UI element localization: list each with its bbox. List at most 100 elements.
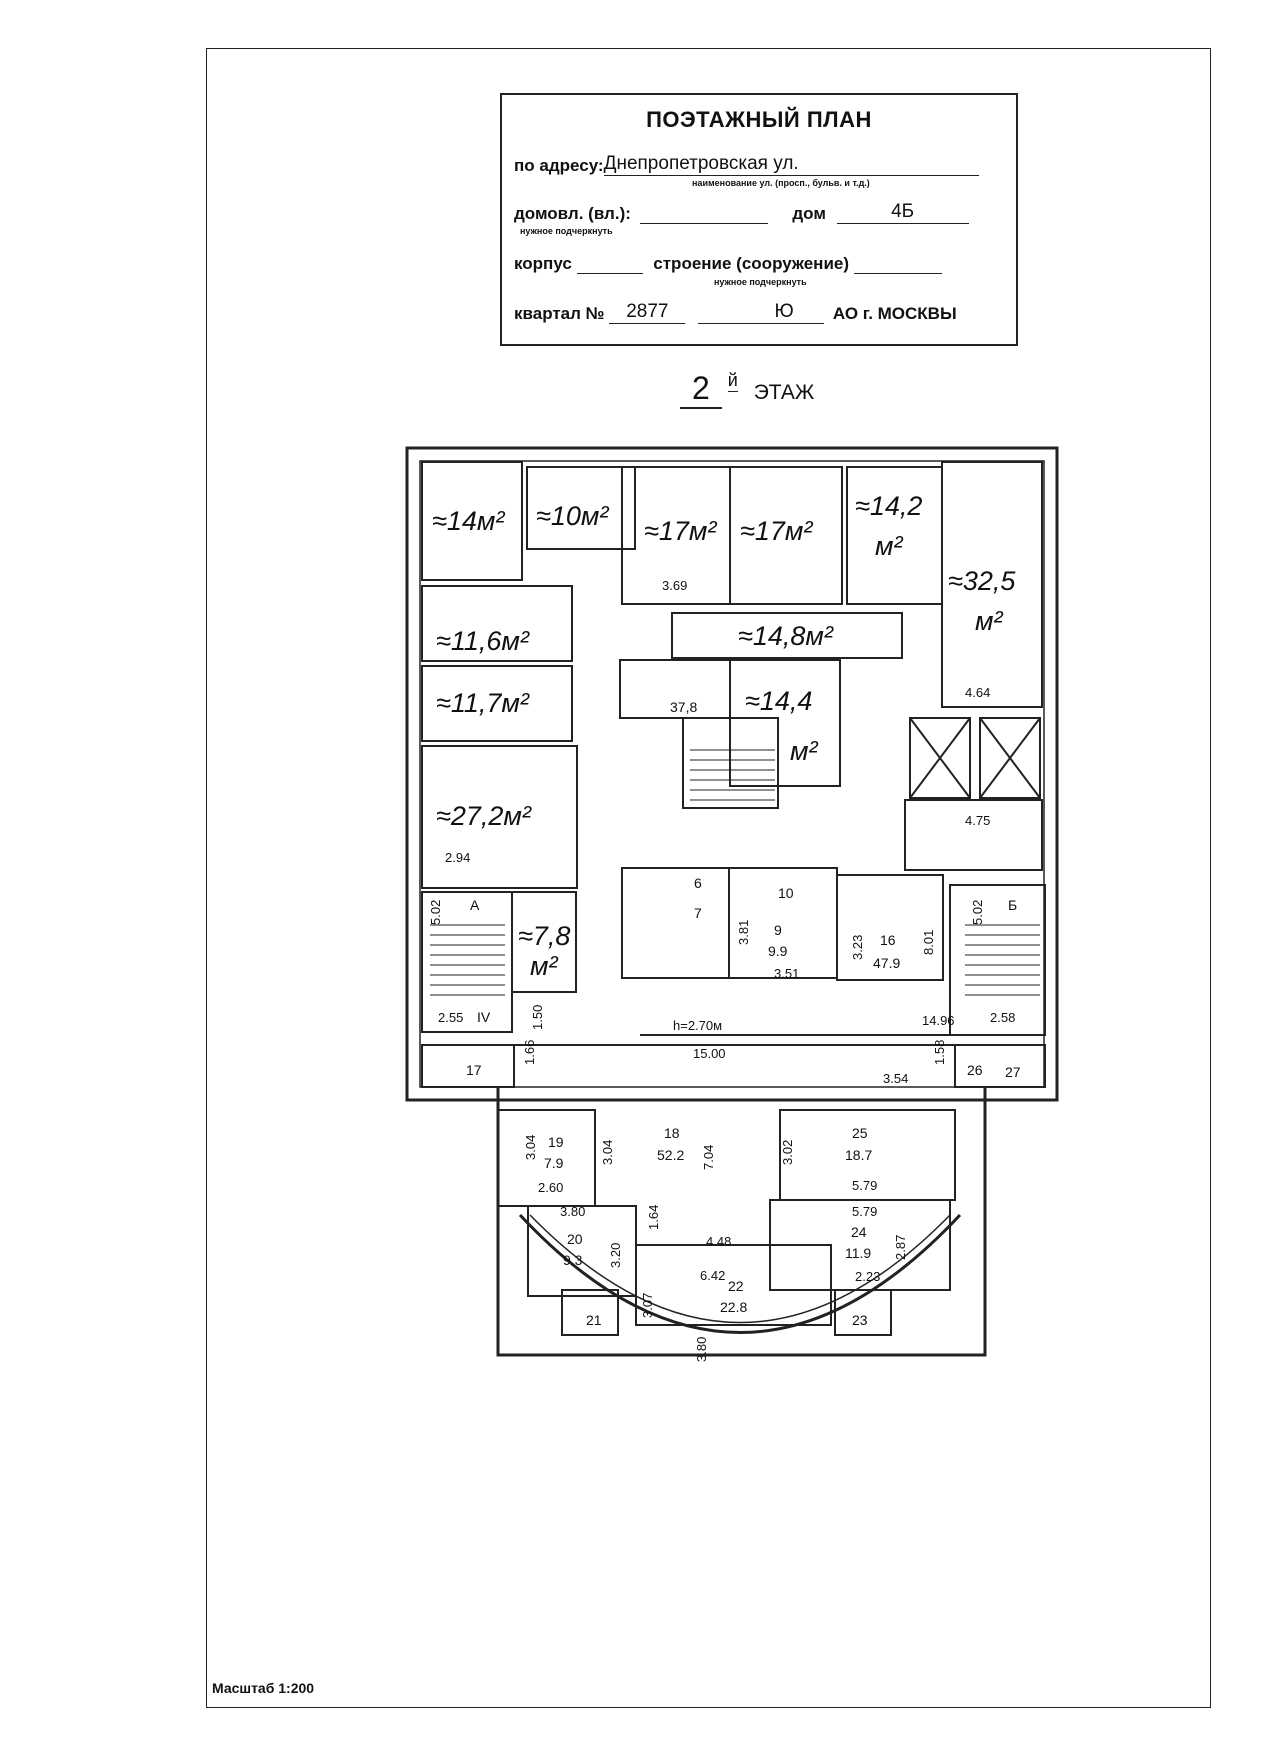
dim-3-23: 3.23 xyxy=(850,935,865,960)
room-4-75 xyxy=(904,799,1043,871)
room-25-area: 18.7 xyxy=(845,1147,872,1163)
underline-hint-2: нужное подчеркнуть xyxy=(714,277,807,287)
hw-area-17a: ≈17м² xyxy=(644,516,717,546)
stair-treads xyxy=(430,749,1040,996)
room-24-area: 11.9 xyxy=(845,1245,871,1261)
dim-h-2-70: h=2.70м xyxy=(673,1018,722,1033)
address-row: по адресу:Днепропетровская ул. xyxy=(514,153,1004,176)
dim-3-07: 3.07 xyxy=(640,1293,655,1318)
room-10 xyxy=(526,466,636,550)
underline-hint-1: нужное подчеркнуть xyxy=(520,226,613,236)
corridor-14-8 xyxy=(671,612,903,659)
hw-area-11-6: ≈11,6м² xyxy=(436,626,530,656)
room-20-num: 20 xyxy=(567,1231,583,1247)
address-label: по адресу: xyxy=(514,156,604,175)
room-32-5 xyxy=(941,461,1043,708)
plan-walls xyxy=(405,446,1059,1357)
room-23-num: 23 xyxy=(852,1312,868,1328)
room-27-num: 27 xyxy=(1005,1064,1021,1080)
hw-area-11-7: ≈11,7м² xyxy=(436,688,530,718)
dim-5-79-a: 5.79 xyxy=(852,1178,877,1193)
dim-2-55: 2.55 xyxy=(438,1010,463,1025)
room-17-num: 17 xyxy=(466,1062,482,1078)
address-hint: наименование ул. (просп., бульв. и т.д.) xyxy=(692,178,870,188)
room-11-7 xyxy=(421,665,573,742)
room-24-num: 24 xyxy=(851,1224,867,1240)
room-16-num: 16 xyxy=(880,932,896,948)
dim-4-75: 4.75 xyxy=(965,813,990,828)
hw-area-7-8-unit: м² xyxy=(530,951,559,981)
inner-wall xyxy=(419,460,1045,1088)
dim-7-04: 7.04 xyxy=(701,1145,716,1170)
stroenie-label: строение (сооружение) xyxy=(653,254,850,273)
hw-area-10: ≈10м² xyxy=(536,501,609,531)
central-stair xyxy=(682,717,779,809)
dim-5-02-a: 5.02 xyxy=(428,900,443,925)
handwritten-area-labels: ≈14м² ≈10м² ≈17м² ≈17м² ≈14,2 м² ≈32,5 м… xyxy=(432,491,1016,981)
dim-3-54: 3.54 xyxy=(883,1071,908,1086)
address-value: Днепропетровская ул. xyxy=(603,153,979,176)
dim-2-23: 2.23 xyxy=(855,1269,880,1284)
dim-8-01: 8.01 xyxy=(921,930,936,955)
floor-number: 2 xyxy=(680,370,722,409)
room-7-num: 7 xyxy=(694,905,702,921)
hw-area-37-8: 37,8 xyxy=(670,699,697,715)
dim-15-00: 15.00 xyxy=(693,1046,726,1061)
room-labels: 6 7 9 9.9 10 16 47.9 17 18 52.2 19 7.9 2… xyxy=(466,875,1021,1328)
room-16-area: 47.9 xyxy=(873,955,900,971)
stair-b-label: Б xyxy=(1008,897,1017,913)
hw-area-14-4-unit: м² xyxy=(790,736,819,766)
district-value: Ю xyxy=(744,301,825,324)
dim-2-87: 2.87 xyxy=(893,1235,908,1260)
hw-area-14: ≈14м² xyxy=(432,506,505,536)
stairwell-a xyxy=(421,891,513,1033)
hw-area-14-4: ≈14,4 xyxy=(745,686,812,716)
title-block: ПОЭТАЖНЫЙ ПЛАН по адресу:Днепропетровска… xyxy=(500,93,1018,346)
room-11-6 xyxy=(421,585,573,662)
korpus-label: корпус xyxy=(514,254,572,273)
dim-3-51: 3.51 xyxy=(774,966,799,981)
room-23 xyxy=(834,1289,892,1336)
kvartal-value: 2877 xyxy=(609,301,686,324)
korpus-row: корпус строение (сооружение) xyxy=(514,253,1004,274)
dim-3-20: 3.20 xyxy=(608,1243,623,1268)
korpus-value xyxy=(576,253,643,274)
domovl-row: домовл. (вл.): дом 4Б xyxy=(514,201,1004,224)
room-17b xyxy=(729,466,843,605)
room-19-num: 19 xyxy=(548,1134,564,1150)
city-label: АО г. МОСКВЫ xyxy=(832,304,957,323)
room-22-area: 22.8 xyxy=(720,1299,747,1315)
room-9-area: 9.9 xyxy=(768,943,788,959)
room-6-num: 6 xyxy=(694,875,702,891)
dom-value: 4Б xyxy=(836,201,969,224)
domovl-value xyxy=(639,203,768,224)
hw-area-27-2: ≈27,2м² xyxy=(436,801,532,831)
room-26-num: 26 xyxy=(967,1062,983,1078)
blank-underline xyxy=(698,303,745,324)
stroenie-value xyxy=(853,253,942,274)
stair-iv-label: IV xyxy=(477,1009,491,1025)
room-22-num: 22 xyxy=(728,1278,744,1294)
lower-block-wall xyxy=(496,1087,987,1357)
floor-suffix: й xyxy=(727,370,738,392)
room-18-area: 52.2 xyxy=(657,1147,684,1163)
dim-4-48: 4.48 xyxy=(706,1234,731,1249)
dim-5-79-b: 5.79 xyxy=(852,1204,877,1219)
hw-area-14-8: ≈14,8м² xyxy=(738,621,834,651)
dim-3-02: 3.02 xyxy=(780,1140,795,1165)
room-19-area: 7.9 xyxy=(544,1155,564,1171)
dim-1-58: 1.58 xyxy=(932,1040,947,1065)
hw-area-14-2: ≈14,2 xyxy=(855,491,922,521)
room-26-27 xyxy=(954,1044,1046,1088)
plan-title: ПОЭТАЖНЫЙ ПЛАН xyxy=(646,107,872,132)
dim-3-80-a: 3.80 xyxy=(560,1204,585,1219)
dimension-labels: 3.69 4.64 4.75 2.94 5.02 5.02 2.55 2.58 … xyxy=(428,578,1015,1362)
room-16 xyxy=(836,874,944,981)
room-9-num: 9 xyxy=(774,922,782,938)
dim-3-04-b: 3.04 xyxy=(600,1140,615,1165)
dim-2-60: 2.60 xyxy=(538,1180,563,1195)
dim-3-80-b: 3.80 xyxy=(694,1337,709,1362)
dim-3-04-a: 3.04 xyxy=(523,1135,538,1160)
dim-5-02-b: 5.02 xyxy=(970,900,985,925)
